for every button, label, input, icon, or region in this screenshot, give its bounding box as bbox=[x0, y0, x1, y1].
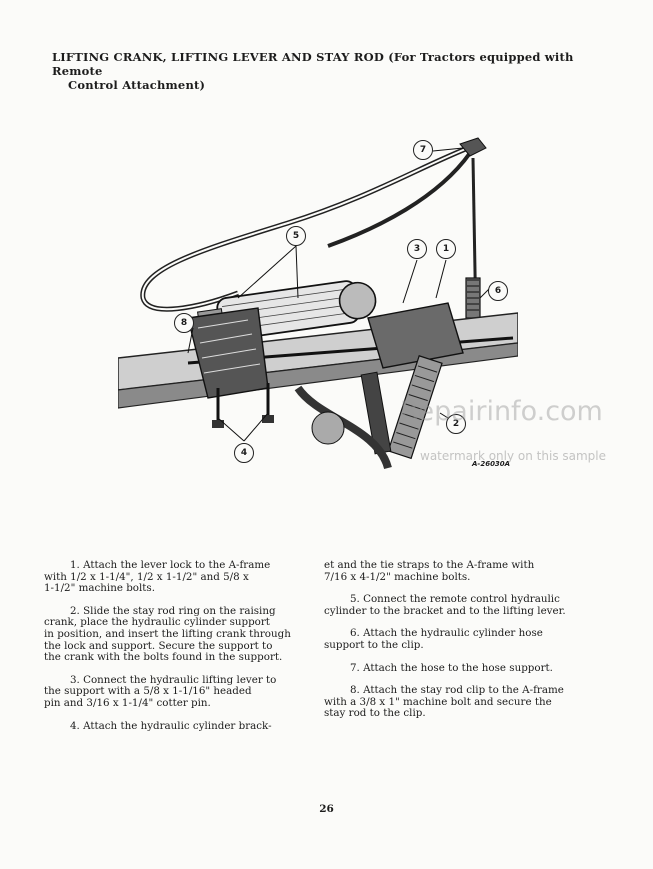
callout-7: 7 bbox=[413, 140, 433, 160]
callout-1: 1 bbox=[436, 239, 456, 259]
instructions-right-column: et and the tie straps to the A-frame wit… bbox=[324, 559, 594, 731]
tractor-remote-control-drawing bbox=[117, 137, 519, 470]
heading-line-1: LIFTING CRANK, LIFTING LEVER AND STAY RO… bbox=[52, 50, 574, 78]
callout-5: 5 bbox=[286, 226, 306, 246]
page-number: 26 bbox=[319, 803, 334, 815]
instruction-step-6: 6. Attach the hydraulic cylinder hose su… bbox=[324, 627, 543, 651]
callout-3: 3 bbox=[407, 239, 427, 259]
callout-6: 6 bbox=[488, 281, 508, 301]
instructions-left-column: 1. Attach the lever lock to the A-frame … bbox=[44, 559, 306, 743]
instruction-step-5: 5. Connect the remote control hydraulic … bbox=[324, 593, 566, 617]
instruction-step-7: 7. Attach the hose to the hose support. bbox=[350, 661, 553, 674]
instruction-step-3: 3. Connect the hydraulic lifting lever t… bbox=[44, 673, 277, 709]
watermark-logo: Repairinfo.com bbox=[400, 396, 603, 427]
section-heading: LIFTING CRANK, LIFTING LEVER AND STAY RO… bbox=[52, 50, 592, 92]
callout-8: 8 bbox=[174, 313, 194, 333]
assembly-illustration: 7 5 3 1 6 8 4 2 bbox=[117, 128, 519, 488]
instruction-step-4: 4. Attach the hydraulic cylinder brack- bbox=[70, 719, 272, 732]
callout-2: 2 bbox=[446, 414, 466, 434]
watermark-note: watermark only on this sample bbox=[420, 449, 607, 463]
instruction-step-4-continued: et and the tie straps to the A-frame wit… bbox=[324, 559, 535, 583]
heading-line-2: Control Attachment) bbox=[68, 78, 206, 92]
instruction-step-2: 2. Slide the stay rod ring on the raisin… bbox=[44, 604, 291, 664]
instruction-step-8: 8. Attach the stay rod clip to the A-fra… bbox=[324, 684, 564, 720]
callout-4: 4 bbox=[234, 443, 254, 463]
instruction-step-1: 1. Attach the lever lock to the A-frame … bbox=[44, 559, 271, 595]
figure-code: A-26030A bbox=[472, 460, 511, 468]
